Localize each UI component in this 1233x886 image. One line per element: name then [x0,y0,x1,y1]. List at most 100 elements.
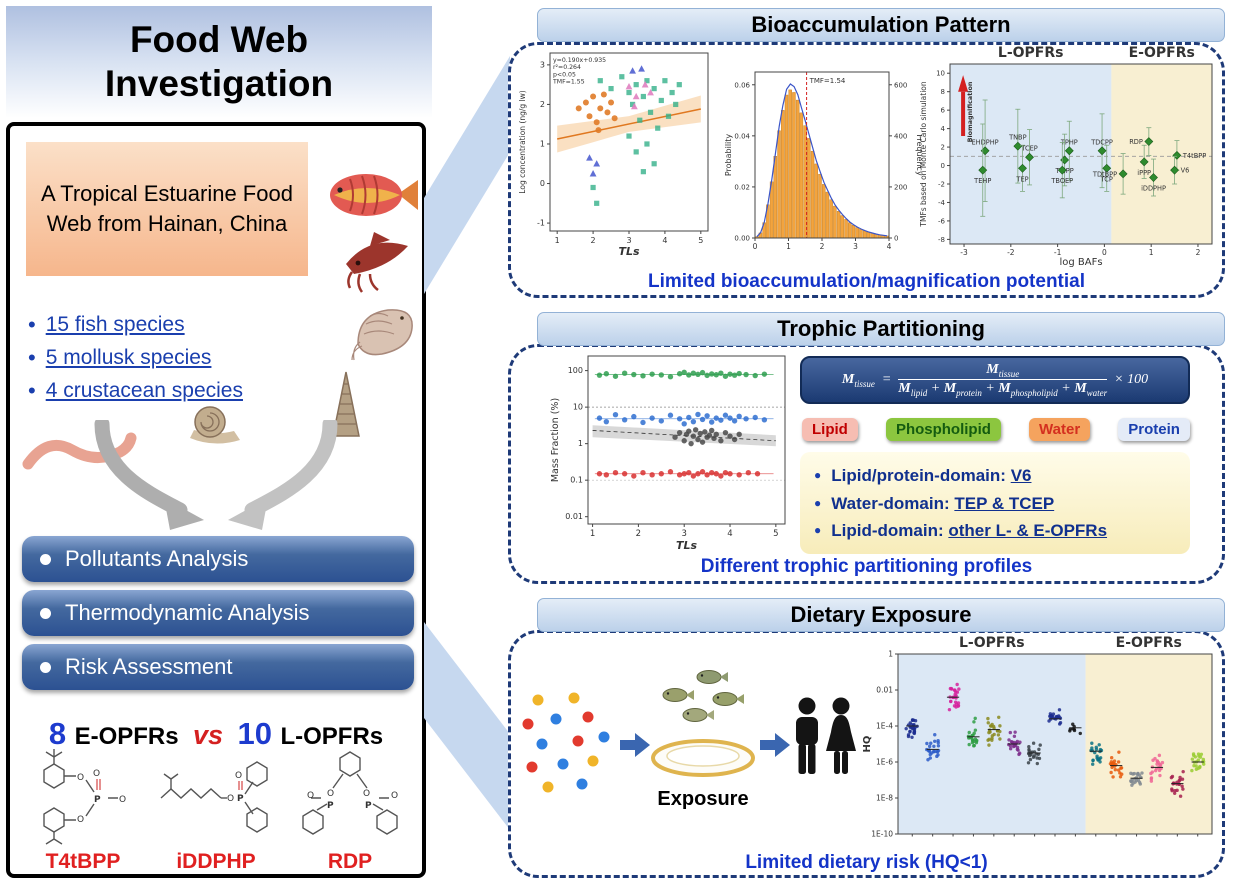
fish-icon [330,174,418,216]
svg-text:Biomagnification: Biomagnification [966,81,974,142]
svg-text:O: O [363,789,370,799]
svg-text:O: O [327,789,334,799]
svg-text:1: 1 [1149,248,1154,257]
svg-text:TEP: TEP [1015,175,1028,183]
svg-text:-6: -6 [938,217,946,225]
svg-text:L-OPFRs: L-OPFRs [998,45,1064,61]
svg-text:TMF=1.54: TMF=1.54 [809,77,846,85]
times-100: × 100 [1114,372,1149,387]
species-item-crustacean: 4 crustacean species [20,374,330,407]
svg-text:O: O [307,791,314,801]
svg-text:8: 8 [941,88,945,96]
svg-text:TNBP: TNBP [1008,134,1026,142]
svg-text:iPPP: iPPP [1137,169,1151,177]
bioaccumulation-caption: Limited bioaccumulation/magnification po… [647,271,1086,292]
structure-label-rdp: RDP [327,850,373,873]
svg-text:TDCPP: TDCPP [1090,138,1113,146]
tmf-vs-logbaf-chart: L-OPFRsE-OPFRsEHDPHPTNBPTCEPTPHPTDCPPTCI… [919,45,1213,268]
analysis-label: Pollutants Analysis [65,546,249,571]
analysis-item-pollutants: Pollutants Analysis [22,536,414,582]
analysis-label: Thermodynamic Analysis [65,600,310,625]
phospholipid-box: Phospholipid [885,418,1001,441]
svg-text:1: 1 [555,236,560,245]
svg-text:log BAFs: log BAFs [1059,257,1102,268]
svg-text:3: 3 [681,529,686,539]
tissue-component-boxes: Lipid Phospholipid Water Protein [802,418,1190,441]
svg-text:RDP: RDP [1129,138,1143,146]
domain-item: Lipid/protein-domain: V6 [814,462,1176,490]
analysis-label: Risk Assessment [65,654,233,679]
svg-text:2: 2 [591,236,596,245]
domain-item: Lipid-domain: other L- & E-OPFRs [814,517,1176,545]
svg-text:0: 0 [753,242,758,251]
svg-text:p<0.05: p<0.05 [553,71,576,78]
svg-text:1: 1 [888,650,893,659]
svg-text:TMFs based on Monte Carlo simu: TMFs based on Monte Carlo simulation [919,81,928,227]
species-item-mollusk: 5 mollusk species [20,341,330,374]
analysis-item-risk: Risk Assessment [22,644,414,690]
dietary-header: Dietary Exposure [537,598,1225,632]
analysis-item-thermodynamic: Thermodynamic Analysis [22,590,414,636]
svg-text:y=0.190x+0.935: y=0.190x+0.935 [553,57,606,64]
svg-text:O: O [235,771,242,781]
lipid-box: Lipid [802,418,858,441]
bullet-icon [40,661,51,673]
svg-text:P: P [365,801,372,811]
svg-text:0.01: 0.01 [565,512,583,521]
svg-text:0.01: 0.01 [876,686,893,695]
svg-text:200: 200 [894,183,907,191]
bioaccumulation-header: Bioaccumulation Pattern [537,8,1225,42]
shrimp-icon [351,309,413,361]
species-label: 4 crustacean species [45,378,243,402]
svg-text:1E-10: 1E-10 [871,830,893,839]
svg-text:0.1: 0.1 [570,476,583,485]
domain-item: Water-domain: TEP & TCEP [814,490,1176,518]
svg-text:O: O [119,795,126,805]
svg-text:P: P [327,801,334,811]
chemical-structure-rdp: O O P P O O [302,751,398,835]
svg-text:E-OPFRs: E-OPFRs [1129,45,1195,61]
chemical-structure-t4tbpp: OO P OO [43,749,126,845]
species-label: 5 mollusk species [45,345,212,369]
svg-text:O: O [391,791,398,801]
svg-text:Probability: Probability [724,134,733,177]
svg-text:0.04: 0.04 [734,132,750,140]
connector-band-top [424,56,510,294]
formula-numerator: Mtissue [986,361,1020,379]
svg-text:TMF=1.55: TMF=1.55 [552,79,585,86]
connector-band-bottom [424,622,510,830]
svg-text:TDtBPP: TDtBPP [1092,170,1117,178]
svg-text:4: 4 [727,529,732,539]
svg-text:1: 1 [786,242,791,251]
svg-text:EHDPHP: EHDPHP [972,138,999,146]
down-arrowhead-right [228,498,268,530]
species-list: 15 fish species 5 mollusk species 4 crus… [20,308,330,407]
right-arrow-icon [620,733,650,757]
svg-text:1: 1 [590,529,595,539]
bullet-icon [40,607,51,619]
funnel-arrows [94,420,338,530]
svg-text:1: 1 [578,439,583,448]
svg-text:0: 0 [1102,248,1107,257]
svg-text:0.02: 0.02 [734,183,750,191]
svg-text:O: O [227,794,234,804]
svg-text:1E-4: 1E-4 [876,722,893,731]
svg-text:P: P [94,795,101,805]
svg-text:P: P [237,794,244,804]
vs-label: vs [193,720,224,750]
pollutant-dots [522,692,610,793]
svg-text:-4: -4 [938,199,946,207]
svg-text:2: 2 [820,242,825,251]
svg-text:2: 2 [636,529,641,539]
equals-sign: = [881,372,892,387]
svg-text:TCP: TCP [1100,175,1113,183]
dietary-caption: Limited dietary risk (HQ<1) [745,852,988,873]
food-web-box: A Tropical Estuarine Food Web from Haina… [6,122,426,878]
turret-shell-icon [332,371,360,437]
l-opfr-count: 10 [237,716,273,751]
svg-text:T4tBPP: T4tBPP [1182,152,1206,160]
species-illustrations [22,174,418,470]
svg-text:100: 100 [568,366,583,375]
